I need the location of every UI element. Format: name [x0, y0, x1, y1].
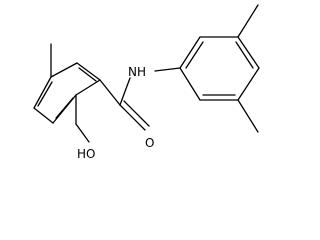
bond-ring-a-1 [50, 62, 78, 78]
right-benzene-ring [179, 36, 260, 101]
bond-ring-to-carbonyl [99, 79, 121, 106]
bond-methyl-right-bottom [237, 99, 259, 133]
bond-ring-b-6 [179, 67, 201, 101]
bond-carbonyl-to-nh [119, 77, 131, 106]
bond-ring-a-double-2 [55, 97, 74, 119]
left-benzene-ring [33, 62, 101, 124]
bond-carbonyl-1 [119, 104, 146, 131]
bond-ring-b-3 [237, 36, 260, 69]
bond-ring-b-1 [179, 36, 201, 69]
bond-hydroxyl [75, 123, 90, 143]
bond-ring-b-double-2 [235, 41, 254, 69]
bond-ring-a-3 [75, 79, 101, 96]
bond-ring-a-5 [33, 107, 54, 124]
hydroxyl-label: HO [77, 147, 95, 161]
bond-ring-a-double-1 [78, 67, 97, 82]
carbonyl-oxygen-label: O [145, 136, 154, 150]
bond-carbonyl-2 [123, 100, 150, 127]
bond-ring-b-double-1 [185, 41, 204, 69]
bond-ring-b-4 [237, 67, 260, 101]
molecule-structure-diagram: HO O NH [33, 4, 260, 161]
bond-ring-a-2 [76, 62, 101, 81]
bond-nh-to-ring [154, 67, 181, 72]
amide-nitrogen-label: NH [128, 65, 146, 79]
bond-ring-a-double-3 [37, 81, 53, 107]
bond-ring-a-6 [33, 76, 52, 109]
bond-methyl-right-top [237, 4, 259, 38]
